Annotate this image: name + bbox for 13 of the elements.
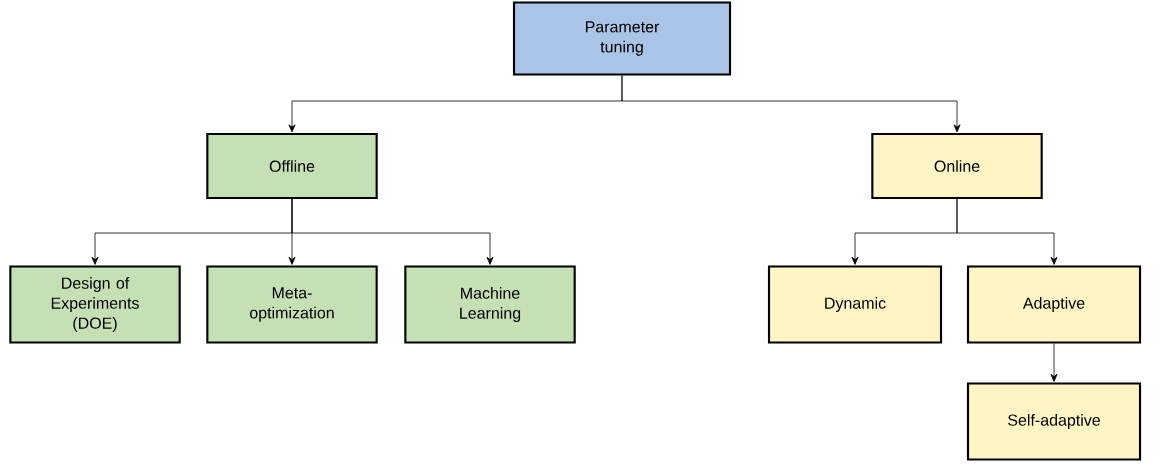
arrow (291, 198, 494, 265)
arrow (956, 198, 1058, 265)
category-box: Offline (206, 132, 378, 200)
category-box: Design of Experiments (DOE) (9, 265, 181, 344)
category-box: Dynamic (767, 265, 943, 344)
category-box: Adaptive (966, 265, 1142, 344)
category-box: Online (871, 132, 1043, 200)
category-box: Self-adaptive (966, 382, 1142, 461)
arrow (1050, 343, 1058, 382)
category-box: Parameter tuning (512, 1, 732, 76)
category-box: Machine Learning (404, 265, 576, 344)
category-box: Meta-optimization (206, 265, 378, 344)
arrow (621, 75, 961, 133)
